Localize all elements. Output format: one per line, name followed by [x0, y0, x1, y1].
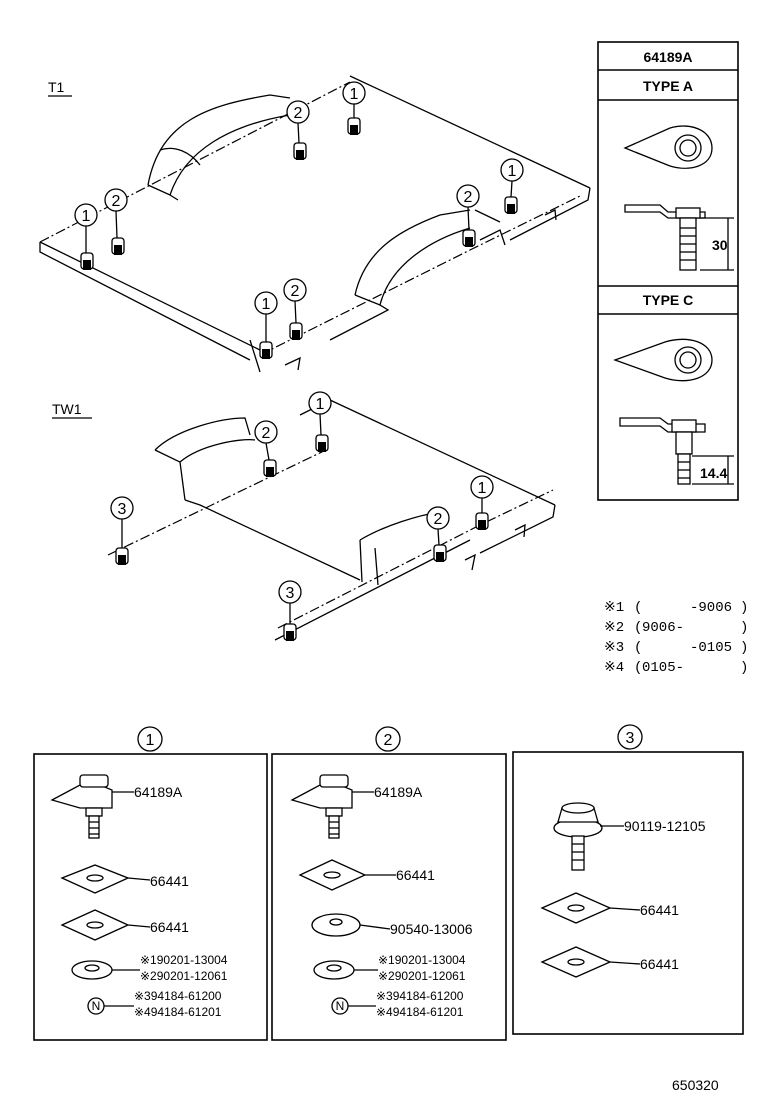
kit-1-n-ref-2: ※494184-61201	[134, 1005, 222, 1019]
date-notes: ※1 ( -9006 ) ※2 ( 9006- ) ※3 ( -0105 ) ※…	[604, 600, 748, 676]
kit-2-n-ref-1: ※394184-61200	[376, 989, 464, 1003]
callout-2-c: 2	[464, 189, 473, 206]
note-1-open: (	[634, 600, 642, 616]
type-c-dimension: 14.4	[700, 465, 727, 481]
note-3-mark: ※3	[604, 640, 624, 656]
callout-1-f: 1	[478, 480, 487, 497]
tw1-view: TW1	[52, 391, 556, 641]
callout-2-e: 2	[262, 425, 271, 442]
note-4-mark: ※4	[604, 660, 624, 676]
kit-1-washer-ref-2: ※290201-12061	[140, 969, 228, 983]
kit-1-part-1: 64189A	[134, 784, 183, 800]
callout-1-c: 1	[508, 163, 517, 180]
type-a-dimension: 30	[712, 237, 728, 253]
note-4-from: 0105-	[642, 660, 684, 676]
note-2-from: 9006-	[642, 620, 684, 636]
kit-2-n-mark: N	[336, 999, 345, 1013]
callout-1-d: 1	[262, 296, 271, 313]
note-2-mark: ※2	[604, 620, 624, 636]
diagram-id: 650320	[672, 1077, 719, 1093]
note-4-open: (	[634, 660, 642, 676]
t1-clip-group	[80, 117, 518, 359]
callout-1-b: 1	[350, 86, 359, 103]
note-3-to: -0105	[690, 640, 732, 656]
callout-1-a: 1	[82, 208, 91, 225]
note-3-close: )	[740, 640, 748, 656]
type-c-drawing: 14.4	[613, 338, 734, 485]
kit-2-part-1: 64189A	[374, 784, 423, 800]
type-box-part-no: 64189A	[643, 49, 692, 65]
kit-2-title: 2	[384, 732, 393, 749]
t1-view: T1	[39, 75, 591, 373]
kit-3-part-3: 66441	[640, 956, 679, 972]
t1-label: T1	[48, 79, 65, 95]
note-2-close: )	[740, 620, 748, 636]
note-1-mark: ※1	[604, 600, 624, 616]
t1-frame	[39, 75, 591, 373]
callout-2-f: 2	[434, 511, 443, 528]
callout-2-b: 2	[294, 105, 303, 122]
kit-2-n-ref-2: ※494184-61201	[376, 1005, 464, 1019]
kit-1-title: 1	[146, 732, 155, 749]
kit-1-washer-ref-1: ※190201-13004	[140, 953, 228, 967]
kit-3-part-1: 90119-12105	[624, 818, 706, 834]
type-box: 64189A TYPE A TYPE C 30	[597, 41, 739, 501]
callout-3-b: 3	[286, 585, 295, 602]
note-1-to: -9006	[690, 600, 732, 616]
type-a-drawing: 30	[623, 125, 734, 271]
kit-3-part-2: 66441	[640, 902, 679, 918]
callout-1-e: 1	[316, 396, 325, 413]
tw1-label: TW1	[52, 401, 82, 417]
type-a-label: TYPE A	[643, 78, 693, 94]
kit-2: 2 64189A 66441 90540-13006 ※190201-13004…	[271, 726, 507, 1041]
kit-2-part-2: 66441	[396, 867, 435, 883]
callout-3-a: 3	[118, 501, 127, 518]
kit-1-n-ref-1: ※394184-61200	[134, 989, 222, 1003]
kit-1-n-mark: N	[92, 999, 101, 1013]
t1-callouts: 1 2 2 1 1 2 1 2	[74, 81, 524, 342]
kit-2-washer-ref-1: ※190201-13004	[378, 953, 466, 967]
tw1-frame	[107, 399, 556, 641]
note-2-open: (	[634, 620, 642, 636]
kit-1: 1 64189A 66441 66441 ※190201-13004 ※2902…	[33, 726, 268, 1041]
note-4-close: )	[740, 660, 748, 676]
tw1-callouts: 2 1 1 2 3 3	[110, 391, 494, 624]
kit-1-part-3: 66441	[150, 919, 189, 935]
kit-3: 3 90119-12105 66441 66441	[512, 724, 744, 1035]
callout-2-d: 2	[291, 283, 300, 300]
kit-3-title: 3	[626, 730, 635, 747]
kit-1-part-2: 66441	[150, 873, 189, 889]
callout-2-a: 2	[112, 193, 121, 210]
type-c-label: TYPE C	[643, 292, 694, 308]
kit-2-part-3: 90540-13006	[390, 921, 473, 937]
note-1-close: )	[740, 600, 748, 616]
kit-2-washer-ref-2: ※290201-12061	[378, 969, 466, 983]
note-3-open: (	[634, 640, 642, 656]
tw1-clip-group	[115, 434, 489, 641]
